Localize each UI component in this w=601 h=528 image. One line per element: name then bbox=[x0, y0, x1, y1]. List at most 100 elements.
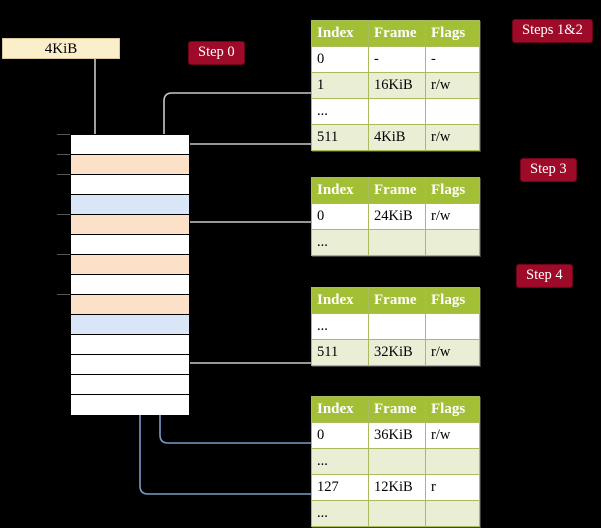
memory-block-4[interactable] bbox=[71, 215, 189, 235]
memory-block-11[interactable] bbox=[71, 355, 189, 375]
memory-block-7[interactable] bbox=[71, 275, 189, 295]
cell-frame: 12KiB bbox=[368, 474, 426, 501]
cell-flags bbox=[425, 313, 480, 340]
cell-frame bbox=[368, 313, 426, 340]
table-row[interactable]: ... bbox=[311, 313, 480, 340]
cell-flags: r/w bbox=[425, 124, 480, 151]
memory-block-13[interactable] bbox=[71, 395, 189, 415]
cell-index: ... bbox=[311, 98, 369, 125]
cell-frame bbox=[368, 500, 426, 527]
physical-memory-column bbox=[70, 134, 190, 415]
column-header-flags: Flags bbox=[425, 177, 480, 204]
cell-flags: - bbox=[425, 46, 480, 73]
column-header-flags: Flags bbox=[425, 20, 480, 47]
memory-block-12[interactable] bbox=[71, 375, 189, 395]
cell-index: 0 bbox=[311, 203, 369, 230]
column-header-index: Index bbox=[311, 396, 369, 423]
cell-index: ... bbox=[311, 313, 369, 340]
column-header-frame: Frame bbox=[368, 287, 426, 314]
step-label-text: Step 0 bbox=[198, 44, 235, 60]
table-row[interactable]: 0-- bbox=[311, 46, 480, 73]
cell-frame: 4KiB bbox=[368, 124, 426, 151]
cell-frame: 36KiB bbox=[368, 422, 426, 449]
memory-block-9[interactable] bbox=[71, 315, 189, 335]
column-header-frame: Frame bbox=[368, 20, 426, 47]
cell-index: ... bbox=[311, 229, 369, 256]
step-label-step-3: Step 3 bbox=[520, 158, 577, 182]
cell-flags: r/w bbox=[425, 203, 480, 230]
cell-index: 127 bbox=[311, 474, 369, 501]
cell-frame bbox=[368, 229, 426, 256]
memory-block-5[interactable] bbox=[71, 235, 189, 255]
cell-index: ... bbox=[311, 500, 369, 527]
column-header-flags: Flags bbox=[425, 396, 480, 423]
column-header-index: Index bbox=[311, 287, 369, 314]
step-label-text: Step 4 bbox=[526, 267, 563, 283]
wire-level2-row0-to-memory bbox=[181, 221, 312, 264]
cell-index: ... bbox=[311, 448, 369, 475]
memory-block-6[interactable] bbox=[71, 255, 189, 275]
cell-frame bbox=[368, 448, 426, 475]
cell-index: 0 bbox=[311, 422, 369, 449]
wire-level4-row127-to-memory bbox=[139, 325, 312, 495]
wire-level1-row1-to-memory bbox=[163, 92, 312, 155]
cell-frame: 16KiB bbox=[368, 72, 426, 99]
cell-flags bbox=[425, 448, 480, 475]
memory-tick-1 bbox=[57, 154, 70, 155]
cell-index: 511 bbox=[311, 124, 369, 151]
cell-flags: r/w bbox=[425, 339, 480, 366]
step-label-text: Steps 1&2 bbox=[522, 22, 583, 38]
column-header-flags: Flags bbox=[425, 287, 480, 314]
table-row[interactable]: ... bbox=[311, 98, 480, 125]
memory-block-2[interactable] bbox=[71, 175, 189, 195]
memory-block-0[interactable] bbox=[71, 135, 189, 155]
memory-block-8[interactable] bbox=[71, 295, 189, 315]
cell-flags: r/w bbox=[425, 422, 480, 449]
step-label-steps-1-2: Steps 1&2 bbox=[512, 19, 593, 43]
table-row[interactable]: ... bbox=[311, 500, 480, 527]
memory-block-3[interactable] bbox=[71, 195, 189, 215]
cell-index: 511 bbox=[311, 339, 369, 366]
cell-frame: - bbox=[368, 46, 426, 73]
column-header-frame: Frame bbox=[368, 177, 426, 204]
wire-level1-row511-to-memory bbox=[181, 143, 312, 219]
cell-flags: r/w bbox=[425, 72, 480, 99]
cell-flags bbox=[425, 500, 480, 527]
cell-frame: 32KiB bbox=[368, 339, 426, 366]
cell-frame bbox=[368, 98, 426, 125]
cell-frame: 24KiB bbox=[368, 203, 426, 230]
column-header-index: Index bbox=[311, 177, 369, 204]
value-box-4kib: 4KiB bbox=[2, 38, 120, 59]
cell-flags: r bbox=[425, 474, 480, 501]
memory-block-10[interactable] bbox=[71, 335, 189, 355]
cell-flags bbox=[425, 98, 480, 125]
table-row[interactable]: ... bbox=[311, 448, 480, 475]
table-row[interactable]: ... bbox=[311, 229, 480, 256]
step-label-text: Step 3 bbox=[530, 161, 567, 177]
column-header-frame: Frame bbox=[368, 396, 426, 423]
memory-tick-4 bbox=[57, 254, 70, 255]
memory-tick-2 bbox=[57, 174, 70, 175]
memory-tick-5 bbox=[57, 294, 70, 295]
wire-level4-row0-to-memory bbox=[159, 205, 312, 444]
memory-tick-3 bbox=[57, 214, 70, 215]
step-label-step-4: Step 4 bbox=[516, 264, 573, 288]
memory-block-1[interactable] bbox=[71, 155, 189, 175]
step-label-step-0: Step 0 bbox=[188, 41, 245, 65]
cell-flags bbox=[425, 229, 480, 256]
memory-tick-0 bbox=[57, 134, 70, 135]
